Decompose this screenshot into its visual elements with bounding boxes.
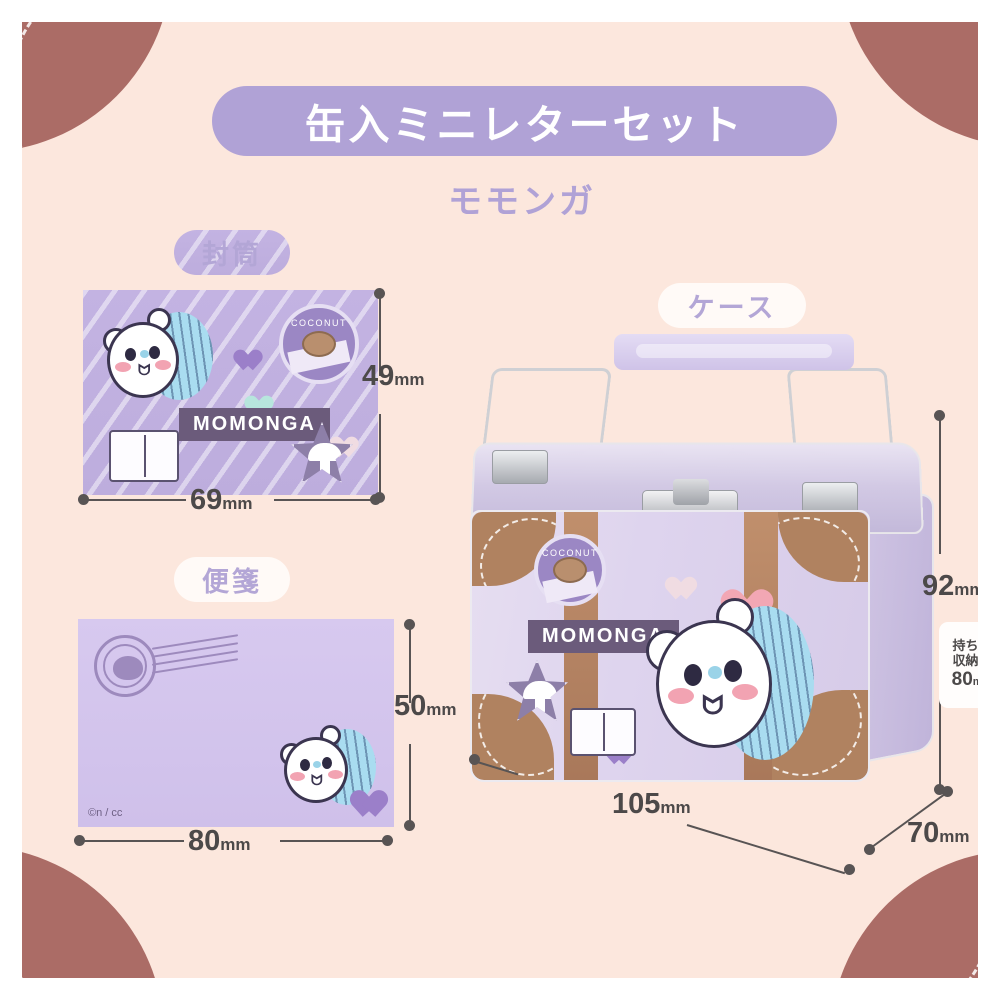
dimension-dot	[404, 619, 415, 630]
momonga-label: MOMONGA	[179, 408, 330, 441]
squirrel-cheek-left	[115, 362, 131, 372]
squirrel-character-icon: ᗢ	[97, 306, 213, 406]
corner-decoration-bottom-left	[22, 846, 164, 978]
corner-decoration-top-left	[22, 22, 172, 152]
dimension-dot	[74, 835, 85, 846]
coconut-badge-icon: COCONUT	[534, 534, 606, 606]
postmark-inner-ring	[103, 644, 147, 688]
squirrel-cheek-left	[668, 688, 694, 704]
section-label-envelope: 封筒	[174, 230, 290, 275]
note-line-2: 収納時	[952, 653, 978, 669]
squirrel-mouth: ᗢ	[702, 690, 724, 720]
stitch-dash-icon	[22, 846, 164, 978]
mushroom-stem	[535, 696, 545, 716]
squirrel-nose	[708, 666, 722, 679]
coconut-shape	[302, 331, 336, 357]
dimension-dot	[78, 494, 89, 505]
dimension-envelope-width: 69mm	[190, 484, 253, 516]
badge-label: COCONUT	[291, 318, 347, 328]
stitch-dash-icon	[22, 22, 172, 152]
book-icon	[109, 430, 179, 482]
handle-clip-left	[492, 450, 548, 484]
squirrel-eye-right	[322, 757, 332, 769]
squirrel-cheek-right	[328, 770, 343, 779]
dimension-envelope-height: 49mm	[362, 360, 425, 392]
squirrel-eye-left	[300, 759, 310, 771]
dimension-case-width: 105mm	[612, 788, 691, 820]
note-line-1: 持ち手	[952, 638, 978, 654]
dimension-line-letter-width	[84, 840, 184, 842]
page-title: 缶入ミニレターセット	[212, 86, 837, 156]
dimension-line-case-height	[939, 690, 941, 786]
envelope-image: ᗢ COCONUT MOMONGA	[83, 290, 378, 495]
dimension-case-height: 92mm	[922, 570, 978, 602]
section-label-case: ケース	[658, 283, 806, 328]
squirrel-mouth: ᗢ	[138, 362, 151, 379]
squirrel-cheek-right	[155, 360, 171, 370]
airmail-postmark-icon	[94, 635, 156, 697]
dimension-line-envelope-width	[88, 499, 186, 501]
squirrel-cheek-left	[290, 772, 305, 781]
heart-purple-icon	[235, 346, 261, 370]
heart-purple-icon	[352, 785, 386, 816]
dimension-line-envelope-height	[379, 294, 381, 376]
postmark-silhouette	[113, 656, 143, 680]
dimension-dot	[934, 410, 945, 421]
squirrel-nose	[313, 761, 321, 768]
badge-label: COCONUT	[542, 548, 598, 558]
squirrel-body	[656, 620, 772, 748]
dimension-line-envelope-height	[379, 414, 381, 496]
squirrel-character-icon: ᗢ	[640, 596, 816, 768]
handle-stored-note: 持ち手 収納時 80mm	[939, 622, 978, 708]
corner-decoration-top-right	[838, 22, 978, 147]
coconut-badge-icon: COCONUT	[279, 304, 359, 384]
dimension-dot	[942, 786, 953, 797]
squirrel-eye-left	[125, 348, 136, 361]
background-panel: 缶入ミニレターセット モモンガ 封筒 便箋 ケース ᗢ	[22, 22, 978, 978]
section-label-letter: 便箋	[174, 557, 290, 602]
squirrel-body	[107, 322, 179, 398]
dimension-dot	[382, 835, 393, 846]
mushroom-cap	[308, 443, 342, 461]
dimension-line-case-height	[939, 416, 941, 554]
stitch-dash-icon	[838, 22, 978, 147]
tin-case-image: COCONUT MOMONGA	[462, 322, 942, 802]
squirrel-eye-right	[724, 660, 742, 682]
squirrel-character-icon: ᗢ	[276, 723, 376, 811]
dimension-dot	[844, 864, 855, 875]
note-value: 80mm	[951, 669, 978, 691]
squirrel-eye-left	[684, 664, 702, 686]
dimension-case-depth: 70mm	[907, 817, 970, 849]
squirrel-eye-right	[149, 346, 160, 359]
copyright-text: ©n / cc	[88, 807, 123, 819]
stitch-dash-icon	[778, 517, 860, 582]
dimension-line-letter-height	[409, 625, 411, 703]
dimension-dot	[934, 784, 945, 795]
dimension-line-letter-width	[280, 840, 384, 842]
dimension-dot	[469, 754, 480, 765]
dimension-line-case-width	[686, 824, 846, 875]
squirrel-nose	[140, 350, 149, 358]
mushroom-cap	[523, 681, 557, 699]
squirrel-mouth: ᗢ	[311, 772, 323, 788]
case-handle	[614, 334, 854, 370]
dimension-dot	[864, 844, 875, 855]
dimension-line-envelope-width	[274, 499, 372, 501]
coconut-shape	[553, 557, 587, 583]
book-icon	[570, 708, 636, 756]
squirrel-cheek-right	[732, 684, 758, 700]
letter-paper-image: ᗢ ©n / cc	[78, 619, 394, 827]
dimension-dot	[374, 288, 385, 299]
dimension-line-letter-height	[409, 744, 411, 822]
mushroom-stem	[320, 458, 330, 478]
case-front-panel: COCONUT MOMONGA	[470, 510, 870, 782]
case-corner-guard-top-right	[778, 512, 868, 582]
postmark-wave-lines-icon	[152, 634, 238, 675]
dimension-letter-height: 50mm	[394, 690, 457, 722]
dimension-dot	[370, 494, 381, 505]
page-subtitle: モモンガ	[448, 183, 596, 221]
stitch-dash-icon	[480, 518, 556, 586]
dimension-dot	[404, 820, 415, 831]
dimension-letter-width: 80mm	[188, 825, 251, 857]
